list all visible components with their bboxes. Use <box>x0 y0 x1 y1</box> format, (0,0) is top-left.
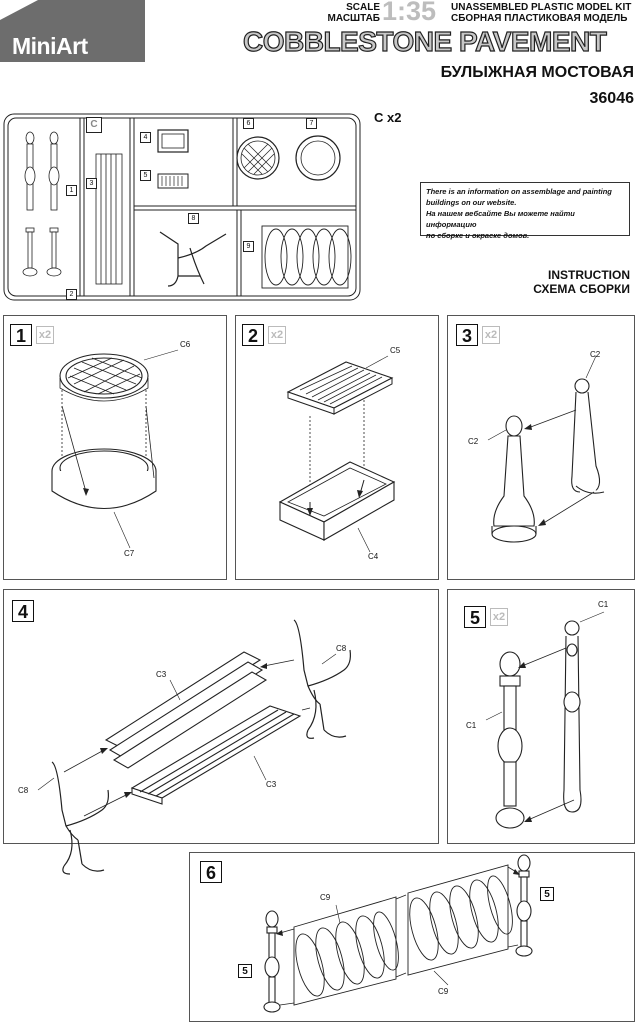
sprue-part-4: 4 <box>140 132 151 143</box>
website-info-box: There is an information on assemblage an… <box>420 182 630 240</box>
step-5-multiplier: x2 <box>490 608 508 626</box>
step-6-ref-step-5-right: 5 <box>540 887 554 901</box>
logo-corner <box>0 0 38 20</box>
kit-number: 36046 <box>589 90 635 107</box>
step-3-panel: 3 x2 C2 C2 <box>447 315 635 580</box>
step-5-number: 5 <box>464 606 486 628</box>
kit-type-en: UNASSEMBLED PLASTIC MODEL KIT <box>451 2 632 13</box>
kit-title-ru: БУЛЫЖНАЯ МОСТОВАЯ <box>440 64 634 81</box>
step-4-panel: 4 <box>3 589 439 875</box>
sprue-part-3: 3 <box>86 178 97 189</box>
info-line-2-ru: по сборке и окраске домов. <box>426 231 530 240</box>
sprue-part-7: 7 <box>306 118 317 129</box>
step-2-part-c5: C5 <box>390 346 401 355</box>
step-3-number: 3 <box>456 324 478 346</box>
sprue-quantity: C x2 <box>374 110 402 125</box>
info-line-1-ru: На нашем вебсайте Вы можете найти информ… <box>426 209 575 229</box>
kit-type: UNASSEMBLED PLASTIC MODEL KIT СБОРНАЯ ПЛ… <box>451 2 631 24</box>
sprue-part-1: 1 <box>66 185 77 196</box>
step-2-part-c4: C4 <box>368 552 379 561</box>
step-3-part-c2-left: C2 <box>468 437 479 446</box>
step-6-drawing <box>263 854 533 1013</box>
step-2-panel: 2 x2 C5 C4 <box>235 315 439 580</box>
step-5-part-c1-top: C1 <box>598 600 609 609</box>
step-1-number: 1 <box>10 324 32 346</box>
miniart-logo: MiniArt <box>0 0 145 62</box>
step-4-part-c8-right: C8 <box>336 644 347 653</box>
step-1-part-c7: C7 <box>124 549 135 558</box>
step-1-panel: 1 x2 C6 C7 <box>3 315 227 580</box>
step-2-multiplier: x2 <box>268 326 286 344</box>
scale-label-ru: МАСШТАБ <box>327 13 380 24</box>
sprue-part-5: 5 <box>140 170 151 181</box>
step-6-part-c9-right: C9 <box>438 987 449 996</box>
step-6-number: 6 <box>200 861 222 883</box>
step-3-part-c2-top: C2 <box>590 350 601 359</box>
scale-label-en: SCALE <box>346 2 380 13</box>
step-2-number: 2 <box>242 324 264 346</box>
sprue-letter: C <box>86 117 102 133</box>
kit-type-ru: СБОРНАЯ ПЛАСТИКОВАЯ МОДЕЛЬ <box>451 13 628 24</box>
step-1-multiplier: x2 <box>36 326 54 344</box>
step-5-panel: 5 x2 C1 C1 <box>447 589 635 844</box>
step-5-drawing <box>485 611 605 829</box>
brand-name: MiniArt <box>12 33 88 59</box>
sprue-part-9: 9 <box>243 241 254 252</box>
sprue-part-6: 6 <box>243 118 254 129</box>
info-line-2-en: buildings on our website. <box>426 198 517 207</box>
sprue-diagram: C 1 2 3 4 5 6 7 8 9 <box>0 108 366 304</box>
step-1-drawing <box>51 349 179 549</box>
sprue-part-2: 2 <box>66 289 77 300</box>
scale-label: SCALE МАСШТАБ <box>322 2 380 24</box>
step-3-drawing <box>487 355 605 543</box>
info-line-1-en: There is an information on assemblage an… <box>426 187 612 196</box>
scale-value: 1:35 <box>382 0 437 26</box>
step-4-drawing <box>37 619 351 875</box>
instruction-label-en: INSTRUCTION <box>548 268 630 282</box>
step-6-part-c9-left: C9 <box>320 893 331 902</box>
step-4-part-c8-left: C8 <box>18 786 29 795</box>
step-6-panel: 6 <box>189 852 635 1022</box>
step-5-part-c1-left: C1 <box>466 721 477 730</box>
sprue-part-8: 8 <box>188 213 199 224</box>
step-1-part-c6: C6 <box>180 340 191 349</box>
instruction-heading: INSTRUCTION СХЕМА СБОРКИ <box>533 268 630 296</box>
step-4-part-c3-back: C3 <box>156 670 167 679</box>
step-2-drawing <box>278 355 396 553</box>
sprue-frame <box>3 113 361 301</box>
step-3-multiplier: x2 <box>482 326 500 344</box>
step-6-ref-step-5-left: 5 <box>238 964 252 978</box>
instruction-label-ru: СХЕМА СБОРКИ <box>533 282 630 296</box>
step-4-part-c3-seat: C3 <box>266 780 277 789</box>
step-4-number: 4 <box>12 600 34 622</box>
kit-title-en: COBBLESTONE PAVEMENT <box>242 25 607 57</box>
